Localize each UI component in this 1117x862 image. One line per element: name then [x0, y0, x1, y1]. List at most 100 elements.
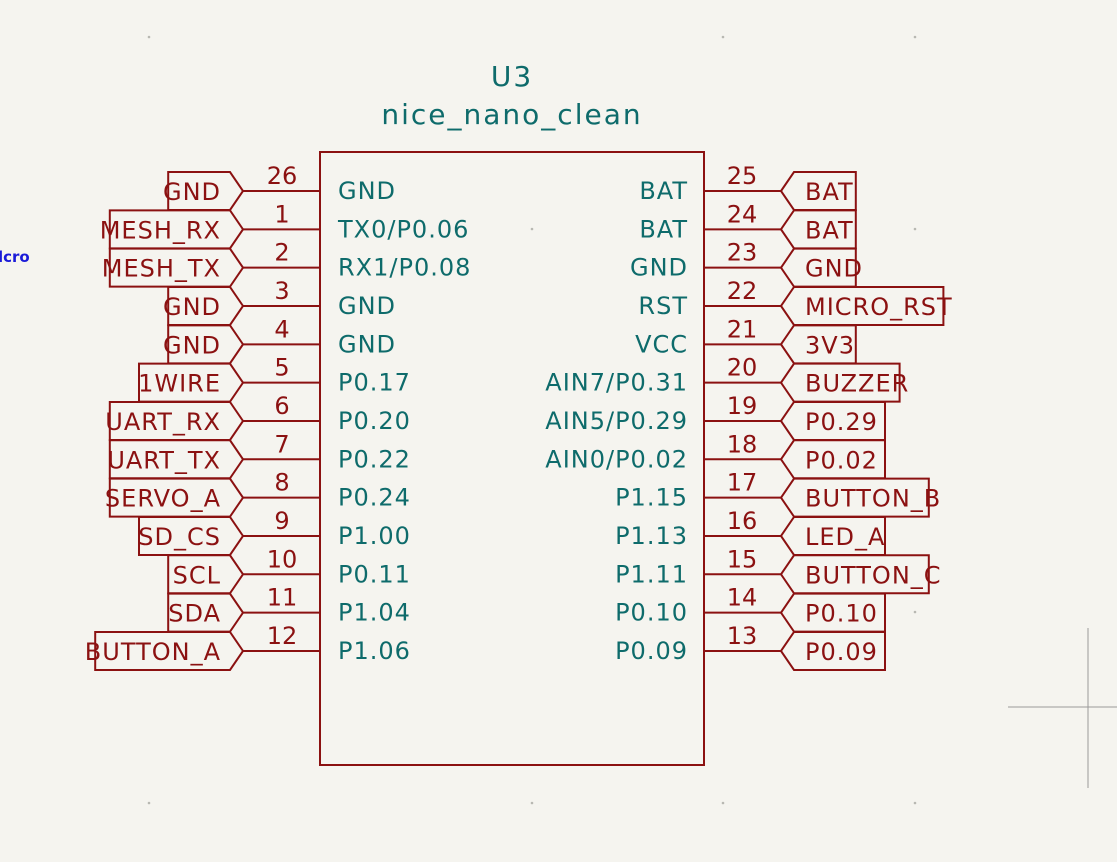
- net-label[interactable]: P0.29: [805, 408, 878, 436]
- net-label[interactable]: BAT: [805, 216, 854, 244]
- net-label[interactable]: MICRO_RST: [805, 293, 953, 321]
- net-label[interactable]: SCL: [173, 561, 221, 589]
- pin-number: 3: [274, 277, 289, 305]
- net-label[interactable]: GND: [805, 255, 863, 283]
- net-label[interactable]: P0.09: [805, 638, 878, 666]
- pin-number: 17: [727, 469, 758, 497]
- net-label[interactable]: SD_CS: [138, 523, 221, 551]
- left-pin[interactable]: 6P0.20 UART_RX: [105, 392, 411, 441]
- net-label-shape[interactable]: [779, 362, 901, 403]
- net-label-shape[interactable]: [108, 247, 245, 288]
- net-label-shape[interactable]: [779, 400, 886, 441]
- net-label[interactable]: SERVO_A: [105, 485, 221, 513]
- net-label[interactable]: MESH_TX: [102, 255, 221, 283]
- net-label-shape[interactable]: [108, 439, 245, 480]
- net-label[interactable]: BAT: [805, 178, 854, 206]
- net-label-shape[interactable]: [779, 515, 886, 556]
- net-label-shape[interactable]: [167, 592, 245, 633]
- net-label-shape[interactable]: [108, 209, 245, 250]
- net-label-shape[interactable]: [779, 285, 945, 326]
- component-value: nice_nano_clean: [381, 98, 642, 131]
- pin-name: GND: [338, 330, 396, 358]
- net-label[interactable]: GND: [163, 178, 221, 206]
- net-label-shape[interactable]: [779, 592, 886, 633]
- net-label-shape[interactable]: [167, 324, 245, 365]
- net-label[interactable]: GND: [163, 293, 221, 321]
- pin-name: P0.09: [615, 637, 688, 665]
- net-label[interactable]: UART_TX: [107, 446, 221, 474]
- pin-name: AIN5/P0.29: [545, 407, 688, 435]
- pin-number: 14: [727, 584, 758, 612]
- net-label-shape[interactable]: [138, 362, 245, 403]
- net-label[interactable]: 1WIRE: [138, 370, 221, 398]
- pin-name: BAT: [639, 177, 688, 205]
- net-label-shape[interactable]: [138, 515, 245, 556]
- pin-number: 6: [274, 392, 289, 420]
- net-label-shape[interactable]: [779, 247, 857, 288]
- net-label-shape[interactable]: [779, 554, 930, 595]
- net-label-shape[interactable]: [779, 324, 857, 365]
- offscreen-net-label[interactable]: lcro: [0, 248, 30, 266]
- net-label-shape[interactable]: [108, 400, 245, 441]
- net-label[interactable]: BUTTON_C: [805, 561, 942, 589]
- pin-name: P0.20: [338, 407, 411, 435]
- net-label[interactable]: LED_A: [805, 523, 885, 551]
- pin-number: 12: [267, 622, 298, 650]
- net-label-shape[interactable]: [108, 477, 245, 518]
- pin-name: P1.11: [615, 560, 688, 588]
- net-label[interactable]: BUTTON_B: [805, 485, 941, 513]
- pin-number: 24: [727, 200, 758, 228]
- net-label-shape[interactable]: [167, 171, 245, 211]
- net-label[interactable]: BUZZER: [805, 370, 909, 398]
- net-label[interactable]: GND: [163, 331, 221, 359]
- net-label[interactable]: BUTTON_A: [85, 638, 221, 666]
- net-label-shape[interactable]: [94, 630, 245, 671]
- pin-name: P0.11: [338, 560, 411, 588]
- pin-number: 25: [727, 162, 758, 190]
- net-label-shape[interactable]: [779, 477, 930, 518]
- cursor-crosshair: [1008, 628, 1117, 788]
- net-label-shape[interactable]: [779, 439, 886, 480]
- net-label-shape[interactable]: [779, 209, 857, 250]
- pin-name: TX0/P0.06: [337, 215, 469, 243]
- net-label[interactable]: P0.10: [805, 600, 878, 628]
- net-label[interactable]: 3V3: [805, 331, 855, 359]
- net-label[interactable]: P0.02: [805, 446, 878, 474]
- net-label-shape[interactable]: [167, 554, 245, 595]
- pin-number: 10: [267, 545, 298, 573]
- net-label-shape[interactable]: [779, 630, 886, 671]
- net-label[interactable]: MESH_RX: [100, 216, 221, 244]
- net-label[interactable]: SDA: [168, 600, 221, 628]
- net-label[interactable]: UART_RX: [105, 408, 221, 436]
- pin-number: 1: [274, 200, 289, 228]
- net-label-shape[interactable]: [779, 171, 857, 211]
- net-label-shape[interactable]: [167, 285, 245, 326]
